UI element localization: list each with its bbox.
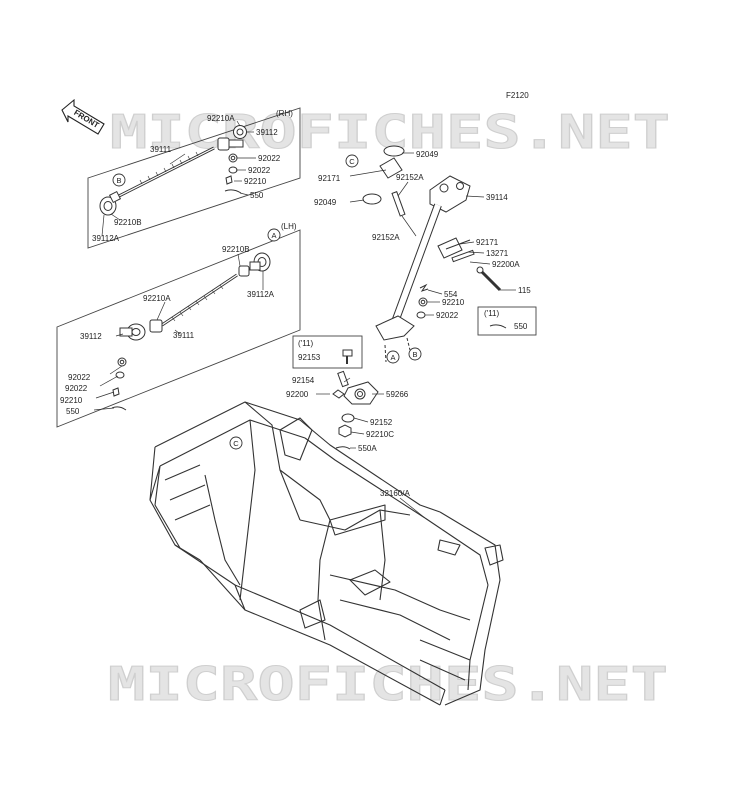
part-label: 92152: [370, 418, 393, 427]
steering-shaft-icon: [362, 145, 502, 363]
cotter-pin-550-icon: [489, 324, 507, 329]
part-label: 550: [514, 322, 528, 331]
part-label: 92210C: [366, 430, 394, 439]
part-label: 92171: [476, 238, 499, 247]
part-label: 92022: [258, 154, 281, 163]
front-arrow-icon: FRONT: [61, 98, 105, 135]
part-label: 92210A: [143, 294, 171, 303]
year-box-a-label: ('11): [298, 339, 313, 348]
part-label: 92210: [244, 177, 267, 186]
lh-tie-rod-box: [56, 229, 301, 428]
part-label: 39111: [150, 145, 172, 154]
callout-c-top: C: [349, 157, 355, 166]
part-label: 92210B: [114, 218, 142, 227]
part-label: 32160/A: [380, 489, 410, 498]
callout-a-shaft: A: [390, 353, 395, 362]
part-label: 115: [518, 286, 531, 295]
callout-c-frame: C: [233, 439, 239, 448]
part-label: 39112: [256, 128, 278, 137]
part-label: 92022: [248, 166, 271, 175]
part-label: 550: [250, 191, 264, 200]
part-label: 92210: [442, 298, 465, 307]
year-box-b: [477, 306, 537, 336]
part-label: 92200A: [492, 260, 520, 269]
part-label: 92022: [436, 311, 459, 320]
part-label: 39112A: [247, 290, 275, 299]
part-label: 92210B: [222, 245, 250, 254]
figure-code: F2120: [506, 91, 529, 100]
year-box-b-label: ('11): [484, 309, 499, 318]
part-label: 92022: [68, 373, 91, 382]
watermark-bottom: MICROFICHES.NET: [108, 657, 668, 711]
part-label: 92049: [416, 150, 439, 159]
part-label: 92200: [286, 390, 309, 399]
part-label: 550A: [358, 444, 377, 453]
leader-lines: [93, 120, 516, 519]
callout-a-lh: A: [271, 231, 276, 240]
part-label: 92154: [292, 376, 315, 385]
part-label: 554: [444, 290, 458, 299]
part-label: 13271: [486, 249, 509, 258]
callout-b-rh: B: [116, 176, 121, 185]
part-label: 92210: [60, 396, 83, 405]
lh-tie-rod-icon: [111, 252, 271, 411]
part-label: 92153: [298, 353, 321, 362]
part-label: 59266: [386, 390, 409, 399]
part-label: 550: [66, 407, 80, 416]
watermark-top: MICROFICHES.NET: [110, 105, 670, 159]
lh-label: (LH): [281, 222, 297, 231]
part-label: 92152A: [396, 173, 424, 182]
callout-b-shaft: B: [412, 350, 417, 359]
part-label: 39111: [173, 331, 195, 340]
part-label: 39114: [486, 193, 508, 202]
part-label: 92171: [318, 174, 341, 183]
rh-label: (RH): [276, 109, 293, 118]
bearing-holder-icon: [332, 370, 379, 450]
year-box-a: [292, 335, 363, 369]
part-label: 39112: [80, 332, 102, 341]
part-label: 92210A: [207, 114, 235, 123]
part-label: 92049: [314, 198, 337, 207]
frame-icon: [149, 401, 504, 706]
part-label: 39112A: [92, 234, 120, 243]
rh-tie-rod-box: [87, 107, 301, 249]
part-label: 92152A: [372, 233, 400, 242]
bolt-92153-icon: [342, 349, 353, 364]
part-label: 92022: [65, 384, 88, 393]
callouts: [112, 154, 422, 450]
rh-tie-rod-icon: [99, 125, 247, 216]
